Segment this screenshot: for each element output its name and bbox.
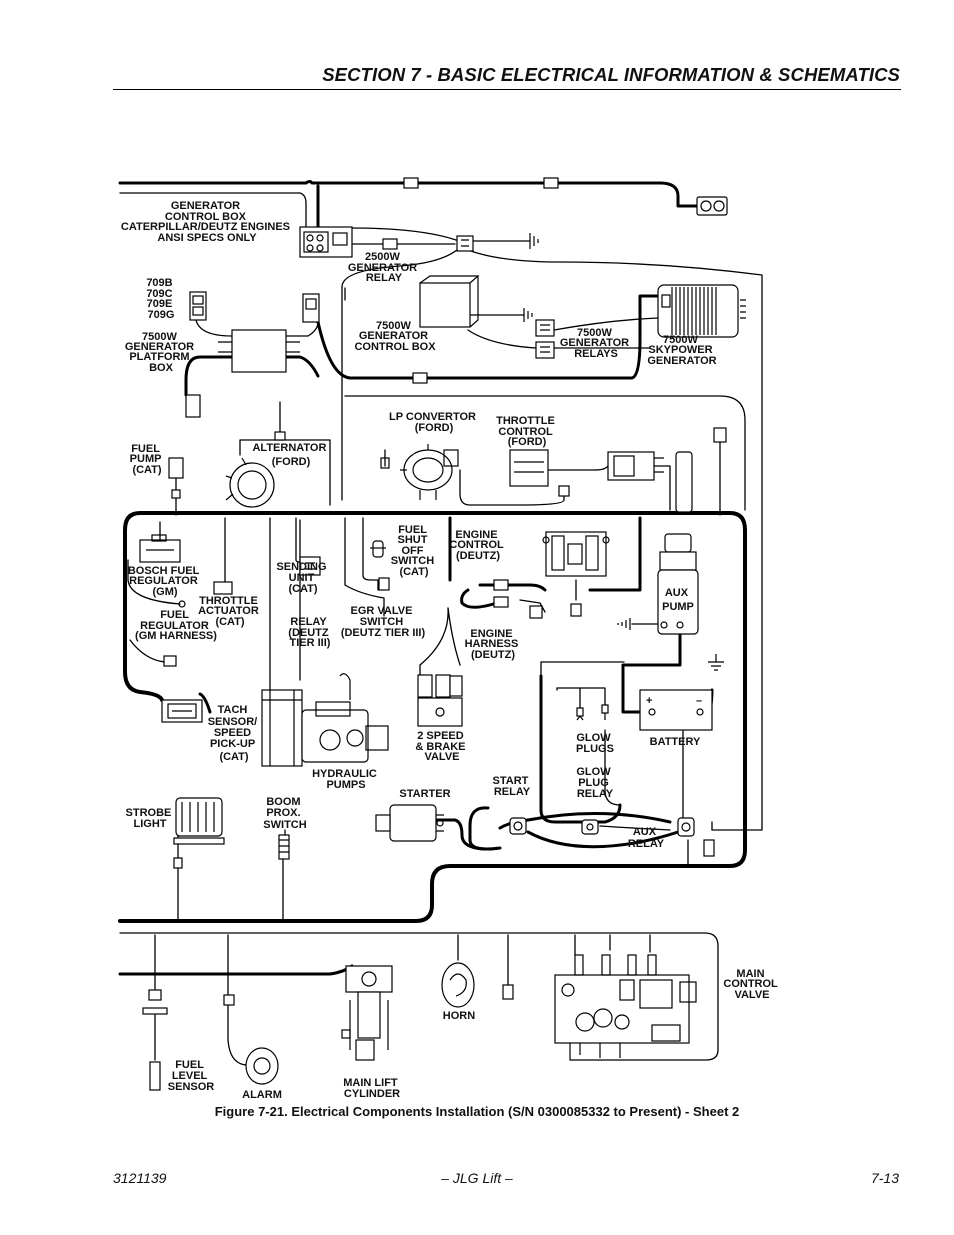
battery xyxy=(639,689,713,731)
egr-valve-switch xyxy=(378,577,390,591)
label-main-control-valve: MAIN CONTROL VALVE xyxy=(723,968,780,1001)
tach-sensor xyxy=(161,699,203,723)
label-relay-deutz: RELAY (DEUTZ TIER III) xyxy=(288,616,331,649)
bosch-fuel-regulator xyxy=(139,534,181,563)
label-7500w-relays: 7500W GENERATOR RELAYS xyxy=(560,327,632,360)
label-glow-plug-relay: GLOW PLUG RELAY xyxy=(576,766,613,800)
label-glow-plugs: GLOW PLUGS xyxy=(576,732,614,755)
skypower-generator xyxy=(657,284,746,338)
glow-plug-relay xyxy=(581,819,599,835)
strobe-light xyxy=(173,797,225,869)
lp-convertor xyxy=(380,444,459,500)
footer-publisher: – JLG Lift – xyxy=(441,1170,513,1186)
fuel-regulator-connector xyxy=(163,655,177,667)
glow-plugs xyxy=(576,704,609,721)
label-fuel-regulator: FUEL REGULATOR (GM HARNESS) xyxy=(135,609,217,642)
label-main-lift-cylinder: MAIN LIFT CYLINDER xyxy=(343,1077,400,1100)
label-7500w-control-box: 7500W GENERATOR CONTROL BOX xyxy=(354,320,436,353)
alarm xyxy=(223,994,279,1085)
figure-caption: Figure 7-21. Electrical Components Insta… xyxy=(214,1104,740,1119)
relay-7500w-2 xyxy=(535,341,555,359)
inline-connector-2 xyxy=(543,177,559,189)
engine-control-deutz xyxy=(542,531,610,577)
control-box-7500w xyxy=(419,275,480,328)
label-lp-convertor: LP CONVERTOR (FORD) xyxy=(389,411,479,434)
platform-box-7500w xyxy=(185,329,300,418)
label-fuel-shutoff-switch: FUEL SHUT OFF SWITCH (CAT) xyxy=(391,524,437,578)
label-alternator: ALTERNATOR (FORD) xyxy=(252,442,329,468)
inline-connector-3 xyxy=(382,238,398,250)
labels: GENERATOR CONTROL BOX CATERPILLAR/DEUTZ … xyxy=(121,200,780,1101)
label-egr-valve-switch: EGR VALVE SWITCH (DEUTZ TIER III) xyxy=(341,605,426,639)
platform-switch-right xyxy=(302,293,320,323)
label-throttle-actuator: THROTTLE ACTUATOR (CAT) xyxy=(198,595,262,628)
components xyxy=(139,177,746,1091)
label-alarm: ALARM xyxy=(242,1089,282,1101)
battery-minus: – xyxy=(696,695,702,707)
label-tach-sensor: TACH SENSOR/ SPEED PICK-UP (CAT) xyxy=(208,704,261,763)
label-platform-box: 7500W GENERATOR PLATFORM BOX xyxy=(125,331,197,374)
label-bosch-fuel-regulator: BOSCH FUEL REGULATOR (GM) xyxy=(128,565,202,598)
main-lift-cylinder xyxy=(341,965,393,1061)
label-wire-codes: 709B 709C 709E 709G xyxy=(146,277,175,321)
throttle-actuator-cat xyxy=(178,581,233,608)
label-engine-control: ENGINE CONTROL (DEUTZ) xyxy=(449,529,506,562)
starter xyxy=(375,804,444,842)
label-strobe-light: STROBE LIGHT xyxy=(126,807,175,830)
two-speed-brake-valve xyxy=(417,674,463,727)
label-hydraulic-pumps: HYDRAULIC PUMPS xyxy=(312,768,380,791)
engine-harness-connectors xyxy=(493,579,582,619)
generator-control-box xyxy=(299,226,353,258)
hydraulic-pumps xyxy=(301,673,389,763)
boom-prox-switch xyxy=(278,834,290,860)
label-generator-control-box: GENERATOR CONTROL BOX CATERPILLAR/DEUTZ … xyxy=(121,200,293,244)
section-title: SECTION 7 - BASIC ELECTRICAL INFORMATION… xyxy=(322,64,900,85)
label-fuel-level-sensor: FUEL LEVEL SENSOR xyxy=(168,1059,215,1093)
inline-connector-1 xyxy=(403,177,419,189)
label-skypower-generator: 7500W SKYPOWER GENERATOR xyxy=(647,334,716,367)
throttle-body-ford xyxy=(558,427,727,513)
dual-outlet-receptacle xyxy=(696,196,728,216)
ground-symbol-battery xyxy=(708,654,724,671)
fuel-level-sensor xyxy=(142,989,168,1091)
relay-2500w xyxy=(456,235,474,252)
throttle-control xyxy=(509,449,549,487)
aux-pump xyxy=(657,533,699,635)
label-two-speed-brake-valve: 2 SPEED & BRAKE VALVE xyxy=(415,730,468,763)
label-horn: HORN xyxy=(443,1010,475,1022)
battery-plus: + xyxy=(646,695,652,707)
platform-switch-left xyxy=(189,291,207,321)
label-engine-harness: ENGINE HARNESS (DEUTZ) xyxy=(465,628,522,661)
relay-7500w-1 xyxy=(535,319,555,337)
horn xyxy=(441,962,514,1008)
label-battery: BATTERY xyxy=(650,736,701,748)
header-rule xyxy=(113,89,901,90)
start-relay xyxy=(509,817,527,835)
engine-block xyxy=(261,689,303,767)
footer-page-number: 7-13 xyxy=(870,1170,899,1186)
label-start-relay: START RELAY xyxy=(493,775,532,798)
aux-relay xyxy=(677,817,715,857)
label-fuel-pump: FUEL PUMP (CAT) xyxy=(130,443,165,476)
ground-symbol-aux xyxy=(617,618,631,630)
label-sending-unit: SENDING UNIT (CAT) xyxy=(276,561,329,595)
label-boom-prox-switch: BOOM PROX. SWITCH xyxy=(263,796,306,831)
main-control-valve xyxy=(554,954,697,1061)
label-starter: STARTER xyxy=(399,788,450,800)
label-2500w-relay: 2500W GENERATOR RELAY xyxy=(348,251,420,284)
wiring-harness xyxy=(118,180,763,1066)
label-aux-pump: AUX PUMP xyxy=(662,587,694,613)
fuel-shutoff-switch xyxy=(370,540,386,558)
fuel-pump-cat xyxy=(168,457,184,499)
ground-symbol-1 xyxy=(525,233,539,249)
footer-doc-number: 3121139 xyxy=(113,1170,167,1186)
label-throttle-control: THROTTLE CONTROL (FORD) xyxy=(496,415,558,448)
alternator xyxy=(225,431,286,508)
ground-symbol-2 xyxy=(523,308,533,322)
sending-unit xyxy=(299,556,321,576)
inline-connector-4 xyxy=(412,372,428,384)
label-aux-relay: AUX RELAY xyxy=(628,826,665,850)
